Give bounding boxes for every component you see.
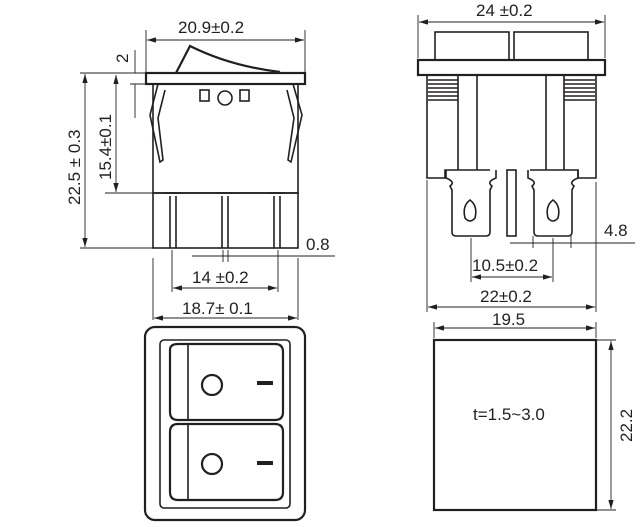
side-view: 20.9±0.2 2 22.5 ± 0.3 15.4±0.1 0.8 14 ±0… xyxy=(65,18,335,321)
dim-body-height: 15.4±0.1 xyxy=(96,114,115,180)
center-blade xyxy=(506,169,517,237)
indicator-dash-icon xyxy=(257,381,273,385)
thickness-label: t=1.5~3.0 xyxy=(473,405,545,424)
pins xyxy=(165,192,285,248)
rocker-bottom xyxy=(168,422,285,502)
dim-overall-width: 20.9±0.2 xyxy=(178,18,244,37)
dim-terminal-width: 4.8 xyxy=(604,221,628,240)
dim-cutout-height: 22.2 xyxy=(617,409,636,442)
right-clip xyxy=(286,83,303,164)
end-view: 24 ±0.2 4.8 10.5±0.2 22±0.2 xyxy=(416,1,635,312)
indicator-circle-icon xyxy=(200,452,224,476)
dim-pin-thickness: 0.8 xyxy=(306,235,330,254)
rocker-actuator xyxy=(175,44,281,74)
cutout-square xyxy=(432,338,598,512)
terminal-right xyxy=(527,170,579,237)
panel-cutout: 19.5 t=1.5~3.0 22.2 xyxy=(432,310,636,512)
dim-body-width: 18.7± 0.1 xyxy=(182,299,253,318)
dim-terminal-pitch: 10.5±0.2 xyxy=(472,256,538,275)
front-view xyxy=(143,325,307,522)
indicator-circle-icon xyxy=(200,373,224,397)
dim-body-width: 22±0.2 xyxy=(480,287,532,306)
indicator-dash-icon xyxy=(257,461,273,465)
dim-cutout-width: 19.5 xyxy=(492,310,525,329)
rocker-top xyxy=(168,342,285,422)
dim-rocker-height: 2 xyxy=(113,54,132,63)
left-clip xyxy=(149,83,166,164)
top-flange xyxy=(144,71,307,86)
housing-lower xyxy=(152,192,299,249)
dim-pin-pitch: 14 ±0.2 xyxy=(192,268,249,287)
terminal-left xyxy=(445,170,497,237)
dim-total-height: 22.5 ± 0.3 xyxy=(65,130,84,206)
housing-upper xyxy=(152,83,299,194)
dim-overall-width: 24 ±0.2 xyxy=(476,1,533,20)
